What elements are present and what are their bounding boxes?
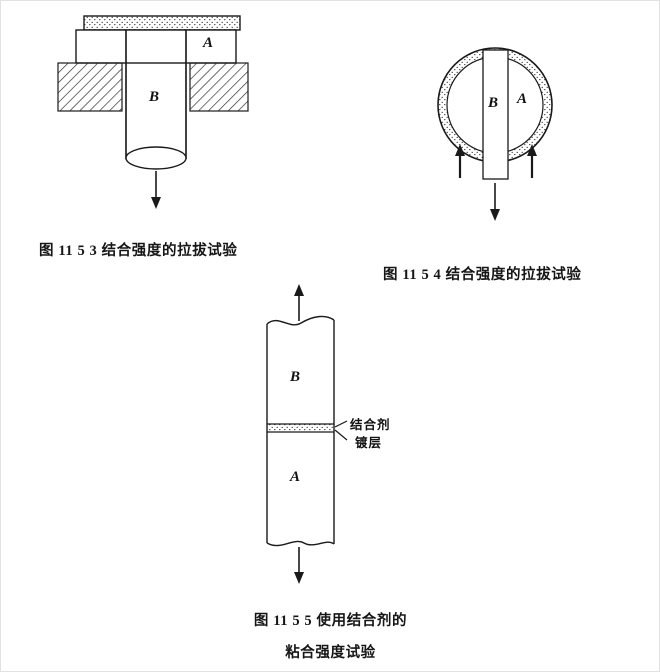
fig1-adhesive-cap (83, 15, 241, 31)
fig2-label-b: B (488, 95, 499, 111)
fig3-callout-leader-bottom (334, 429, 348, 441)
fig3-callout-adhesive: 结合剂 (350, 418, 391, 432)
fig1-label-b: B (149, 89, 160, 105)
fig3-up-arrow-head (294, 284, 304, 296)
fig3-bottom-break-line (266, 540, 335, 547)
fig1-ground-left (57, 62, 123, 112)
fig2-diagram (437, 47, 553, 221)
fig2-pull-arrow-head (490, 209, 500, 221)
fig1-rod-end (125, 146, 187, 170)
fig1-caption: 图 11 5 3 结合强度的拉拔试验 (39, 243, 238, 259)
fig2-right-arrow-head (527, 144, 537, 156)
fig1-diagram (57, 15, 249, 209)
fig3-diagram (266, 284, 348, 584)
fig1-pull-arrow-head (151, 197, 161, 209)
fig2-rod (482, 49, 509, 180)
fig3-callout-leader-top (334, 420, 348, 428)
fig3-caption-line2: 粘合强度试验 (285, 645, 376, 661)
fig3-down-arrow-head (294, 572, 304, 584)
fig3-label-b: B (290, 369, 301, 385)
fig1-ground-right (189, 62, 249, 112)
fig3-top-break-line (266, 315, 335, 326)
fig1-label-a: A (203, 35, 214, 51)
fig1-rod-body (127, 64, 185, 159)
fig2-caption: 图 11 5 4 结合强度的拉拔试验 (383, 267, 582, 283)
fig3-bond-layer (267, 424, 334, 432)
fig3-callout-plating: 镀层 (355, 436, 383, 450)
fig3-label-a: A (290, 469, 301, 485)
fig3-caption-line1: 图 11 5 5 使用结合剂的 (253, 613, 408, 629)
fig2-label-a: A (517, 91, 528, 107)
fig1-block-a (75, 29, 237, 64)
fig2-left-arrow-head (455, 144, 465, 156)
